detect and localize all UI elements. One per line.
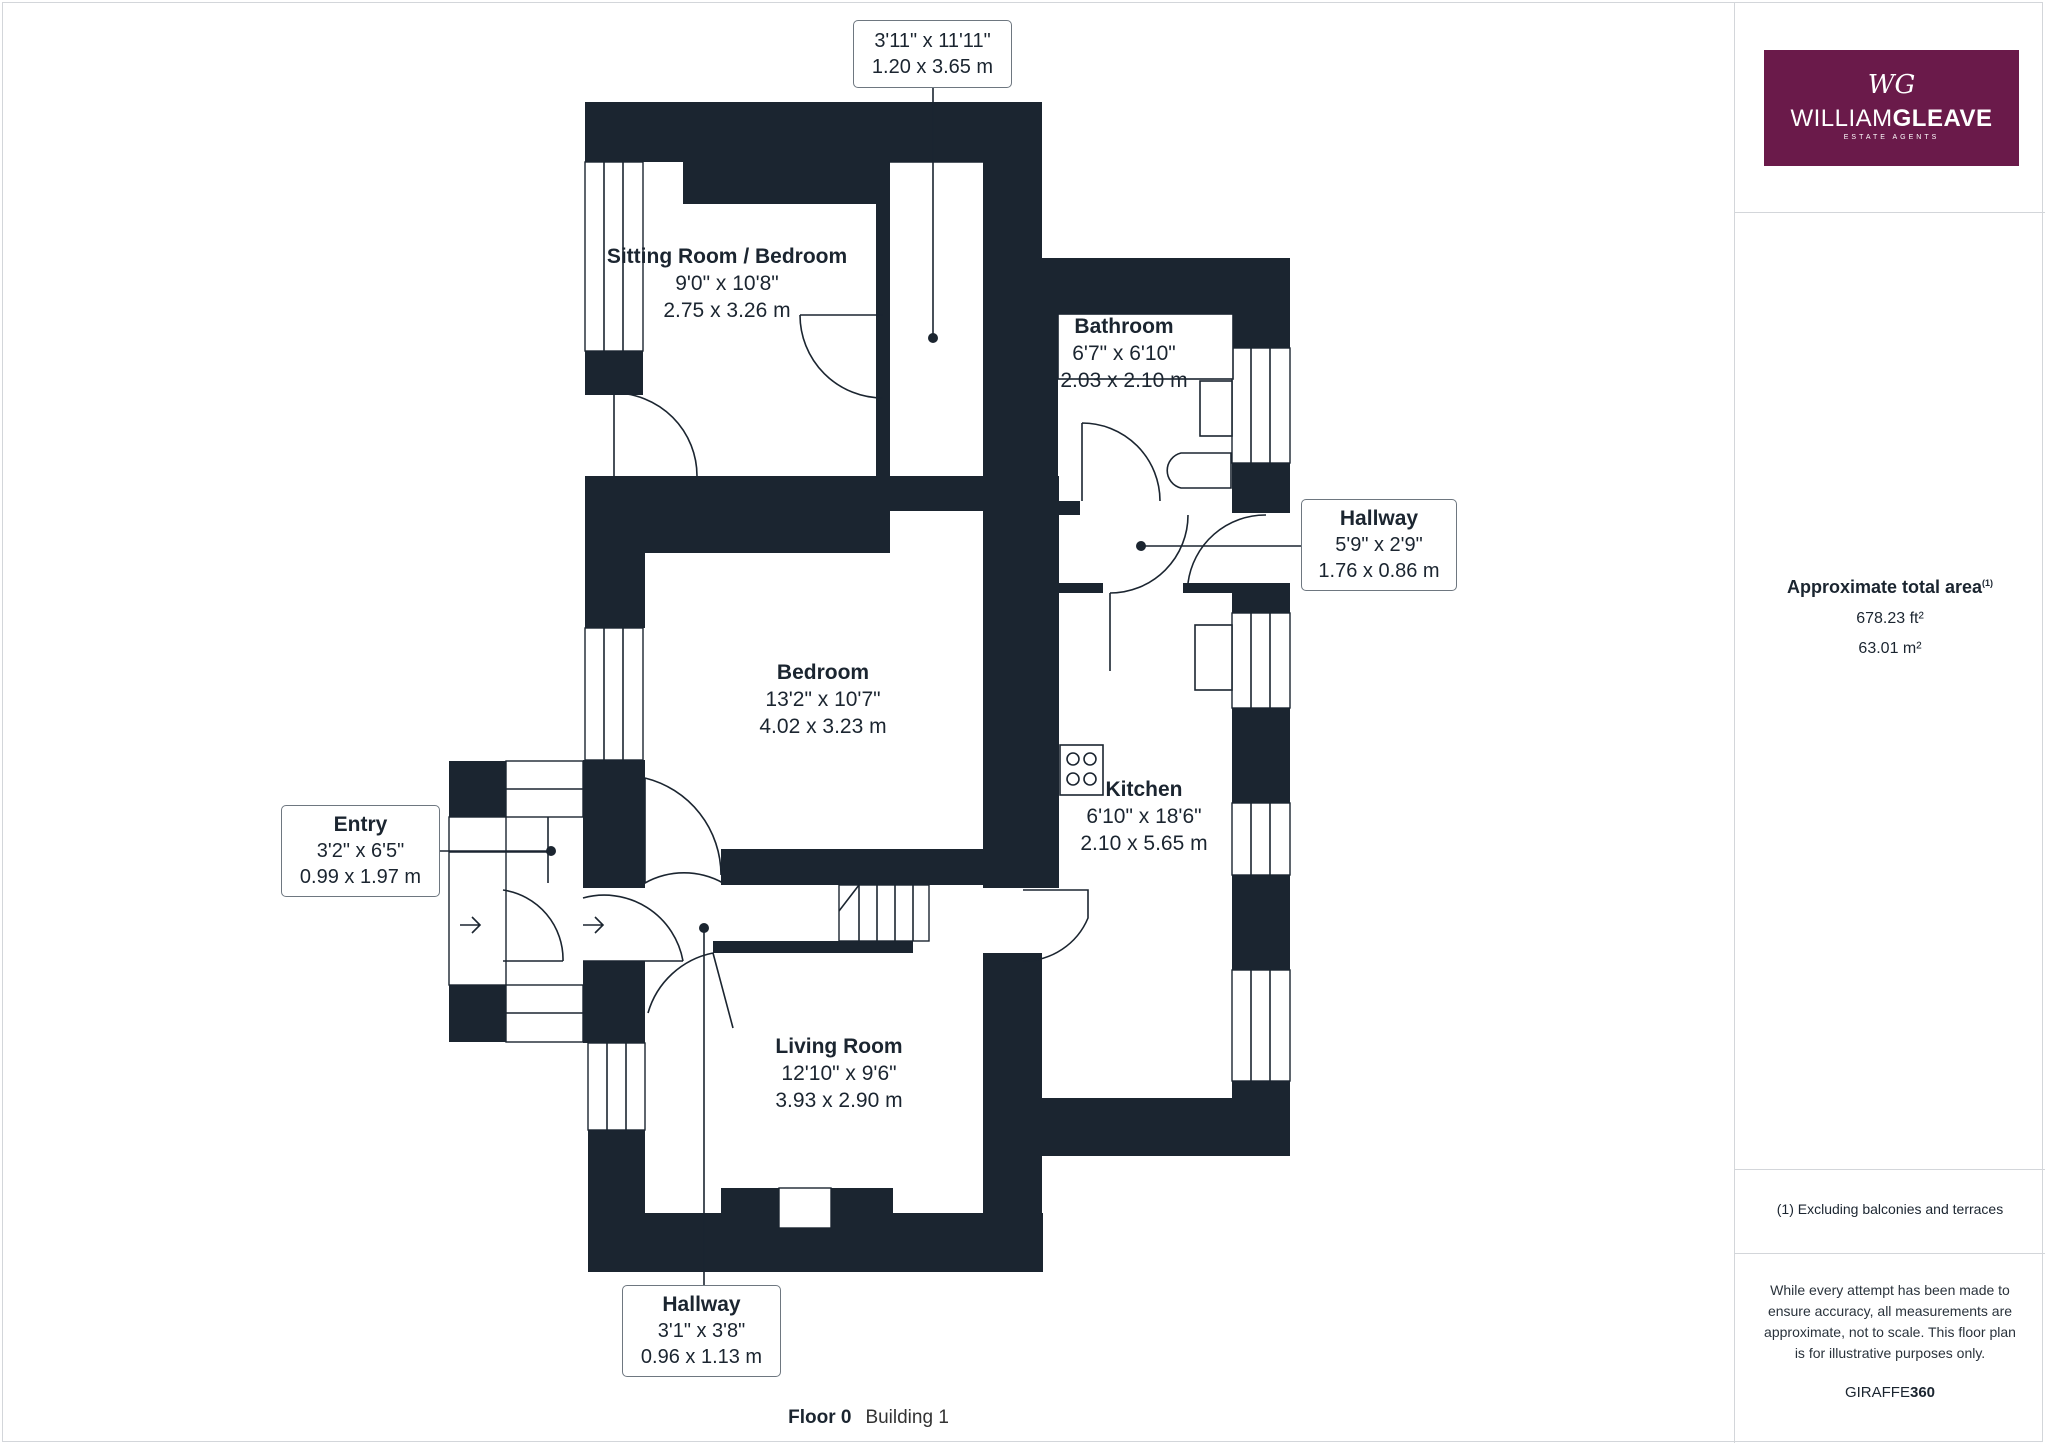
entry-steps xyxy=(448,760,605,1043)
callout-name: Hallway xyxy=(1339,507,1419,530)
divider xyxy=(1735,1169,2045,1170)
room-bedroom: Bedroom 13'2" x 10'7" 4.02 x 3.23 m xyxy=(759,659,886,740)
callout-imperial: 3'2" x 6'5" xyxy=(316,840,405,862)
room-bathroom: Bathroom 6'7" x 6'10" 2.03 x 2.10 m xyxy=(1060,313,1187,394)
logo-subtitle: ESTATE AGENTS xyxy=(1843,134,1940,141)
callout-metric: 0.99 x 1.97 m xyxy=(299,866,422,888)
room-kitchen: Kitchen 6'10" x 18'6" 2.10 x 5.65 m xyxy=(1080,776,1207,857)
divider xyxy=(1735,1253,2045,1254)
room-name: Sitting Room / Bedroom xyxy=(606,245,848,268)
area-metric: 63.01 m² xyxy=(1858,640,1922,657)
callout-metric: 0.96 x 1.13 m xyxy=(640,1346,763,1368)
room-imperial: 13'2" x 10'7" xyxy=(765,688,881,711)
room-living-room: Living Room 12'10" x 9'6" 3.93 x 2.90 m xyxy=(775,1033,902,1114)
callout-imperial: 3'11" x 11'11" xyxy=(874,30,991,52)
floor-plan-drawing xyxy=(440,88,1301,1285)
stairs xyxy=(838,884,930,942)
room-name: Kitchen xyxy=(1105,778,1183,801)
room-imperial: 12'10" x 9'6" xyxy=(781,1062,897,1085)
room-metric: 4.02 x 3.23 m xyxy=(759,715,887,738)
building-label: Building 1 xyxy=(865,1407,949,1428)
callout-metric: 1.20 x 3.65 m xyxy=(871,56,994,78)
callout-hallway-right: Hallway 5'9" x 2'9" 1.76 x 0.86 m xyxy=(1301,499,1457,591)
divider xyxy=(1735,212,2045,213)
room-metric: 2.03 x 2.10 m xyxy=(1060,369,1188,392)
room-imperial: 9'0" x 10'8" xyxy=(675,272,779,295)
floor-label: Floor 0 xyxy=(788,1407,852,1428)
callout-metric: 1.76 x 0.86 m xyxy=(1318,560,1440,582)
area-title: Approximate total area(1) xyxy=(1786,577,1994,597)
floor-caption: Floor 0 Building 1 xyxy=(3,1407,1734,1429)
callout-entry: Entry 3'2" x 6'5" 0.99 x 1.97 m xyxy=(281,805,440,897)
agency-logo: WG WILLIAMGLEAVE ESTATE AGENTS xyxy=(1764,50,2019,166)
disclaimer-text: While every attempt has been made to ens… xyxy=(1764,1282,2016,1361)
callout-name: Entry xyxy=(333,813,388,836)
room-metric: 2.75 x 3.26 m xyxy=(663,299,791,322)
fixtures xyxy=(1057,313,1234,796)
room-metric: 2.10 x 5.65 m xyxy=(1080,832,1208,855)
logo-monogram: WG xyxy=(1867,70,1916,100)
room-imperial: 6'10" x 18'6" xyxy=(1086,805,1202,828)
callout-top-corridor: 3'11" x 11'11" 1.20 x 3.65 m xyxy=(853,20,1012,88)
callout-hallway-bottom: Hallway 3'1" x 3'8" 0.96 x 1.13 m xyxy=(622,1285,781,1377)
room-imperial: 6'7" x 6'10" xyxy=(1072,342,1176,365)
area-footnote: (1) Excluding balconies and terraces xyxy=(1776,1201,2004,1217)
room-name: Living Room xyxy=(775,1035,903,1058)
room-sitting-room: Sitting Room / Bedroom 9'0" x 10'8" 2.75… xyxy=(607,243,847,324)
room-metric: 3.93 x 2.90 m xyxy=(775,1089,903,1112)
brand-mark: GIRAFFE360 xyxy=(1844,1384,1936,1401)
dimension-lines xyxy=(440,88,1301,1285)
info-sidebar: WG WILLIAMGLEAVE ESTATE AGENTS Approxima… xyxy=(1734,3,2045,1443)
area-imperial: 678.23 ft² xyxy=(1856,610,1924,627)
room-name: Bathroom xyxy=(1074,315,1174,338)
callout-imperial: 5'9" x 2'9" xyxy=(1335,534,1423,556)
area-summary: Approximate total area(1) 678.23 ft² 63.… xyxy=(1735,577,2045,658)
callout-imperial: 3'1" x 3'8" xyxy=(657,1320,746,1342)
callout-name: Hallway xyxy=(662,1293,741,1316)
logo-wordmark: WILLIAMGLEAVE xyxy=(1790,105,1993,132)
room-name: Bedroom xyxy=(776,661,870,684)
doors xyxy=(502,314,1267,1029)
windows xyxy=(584,161,1291,1229)
